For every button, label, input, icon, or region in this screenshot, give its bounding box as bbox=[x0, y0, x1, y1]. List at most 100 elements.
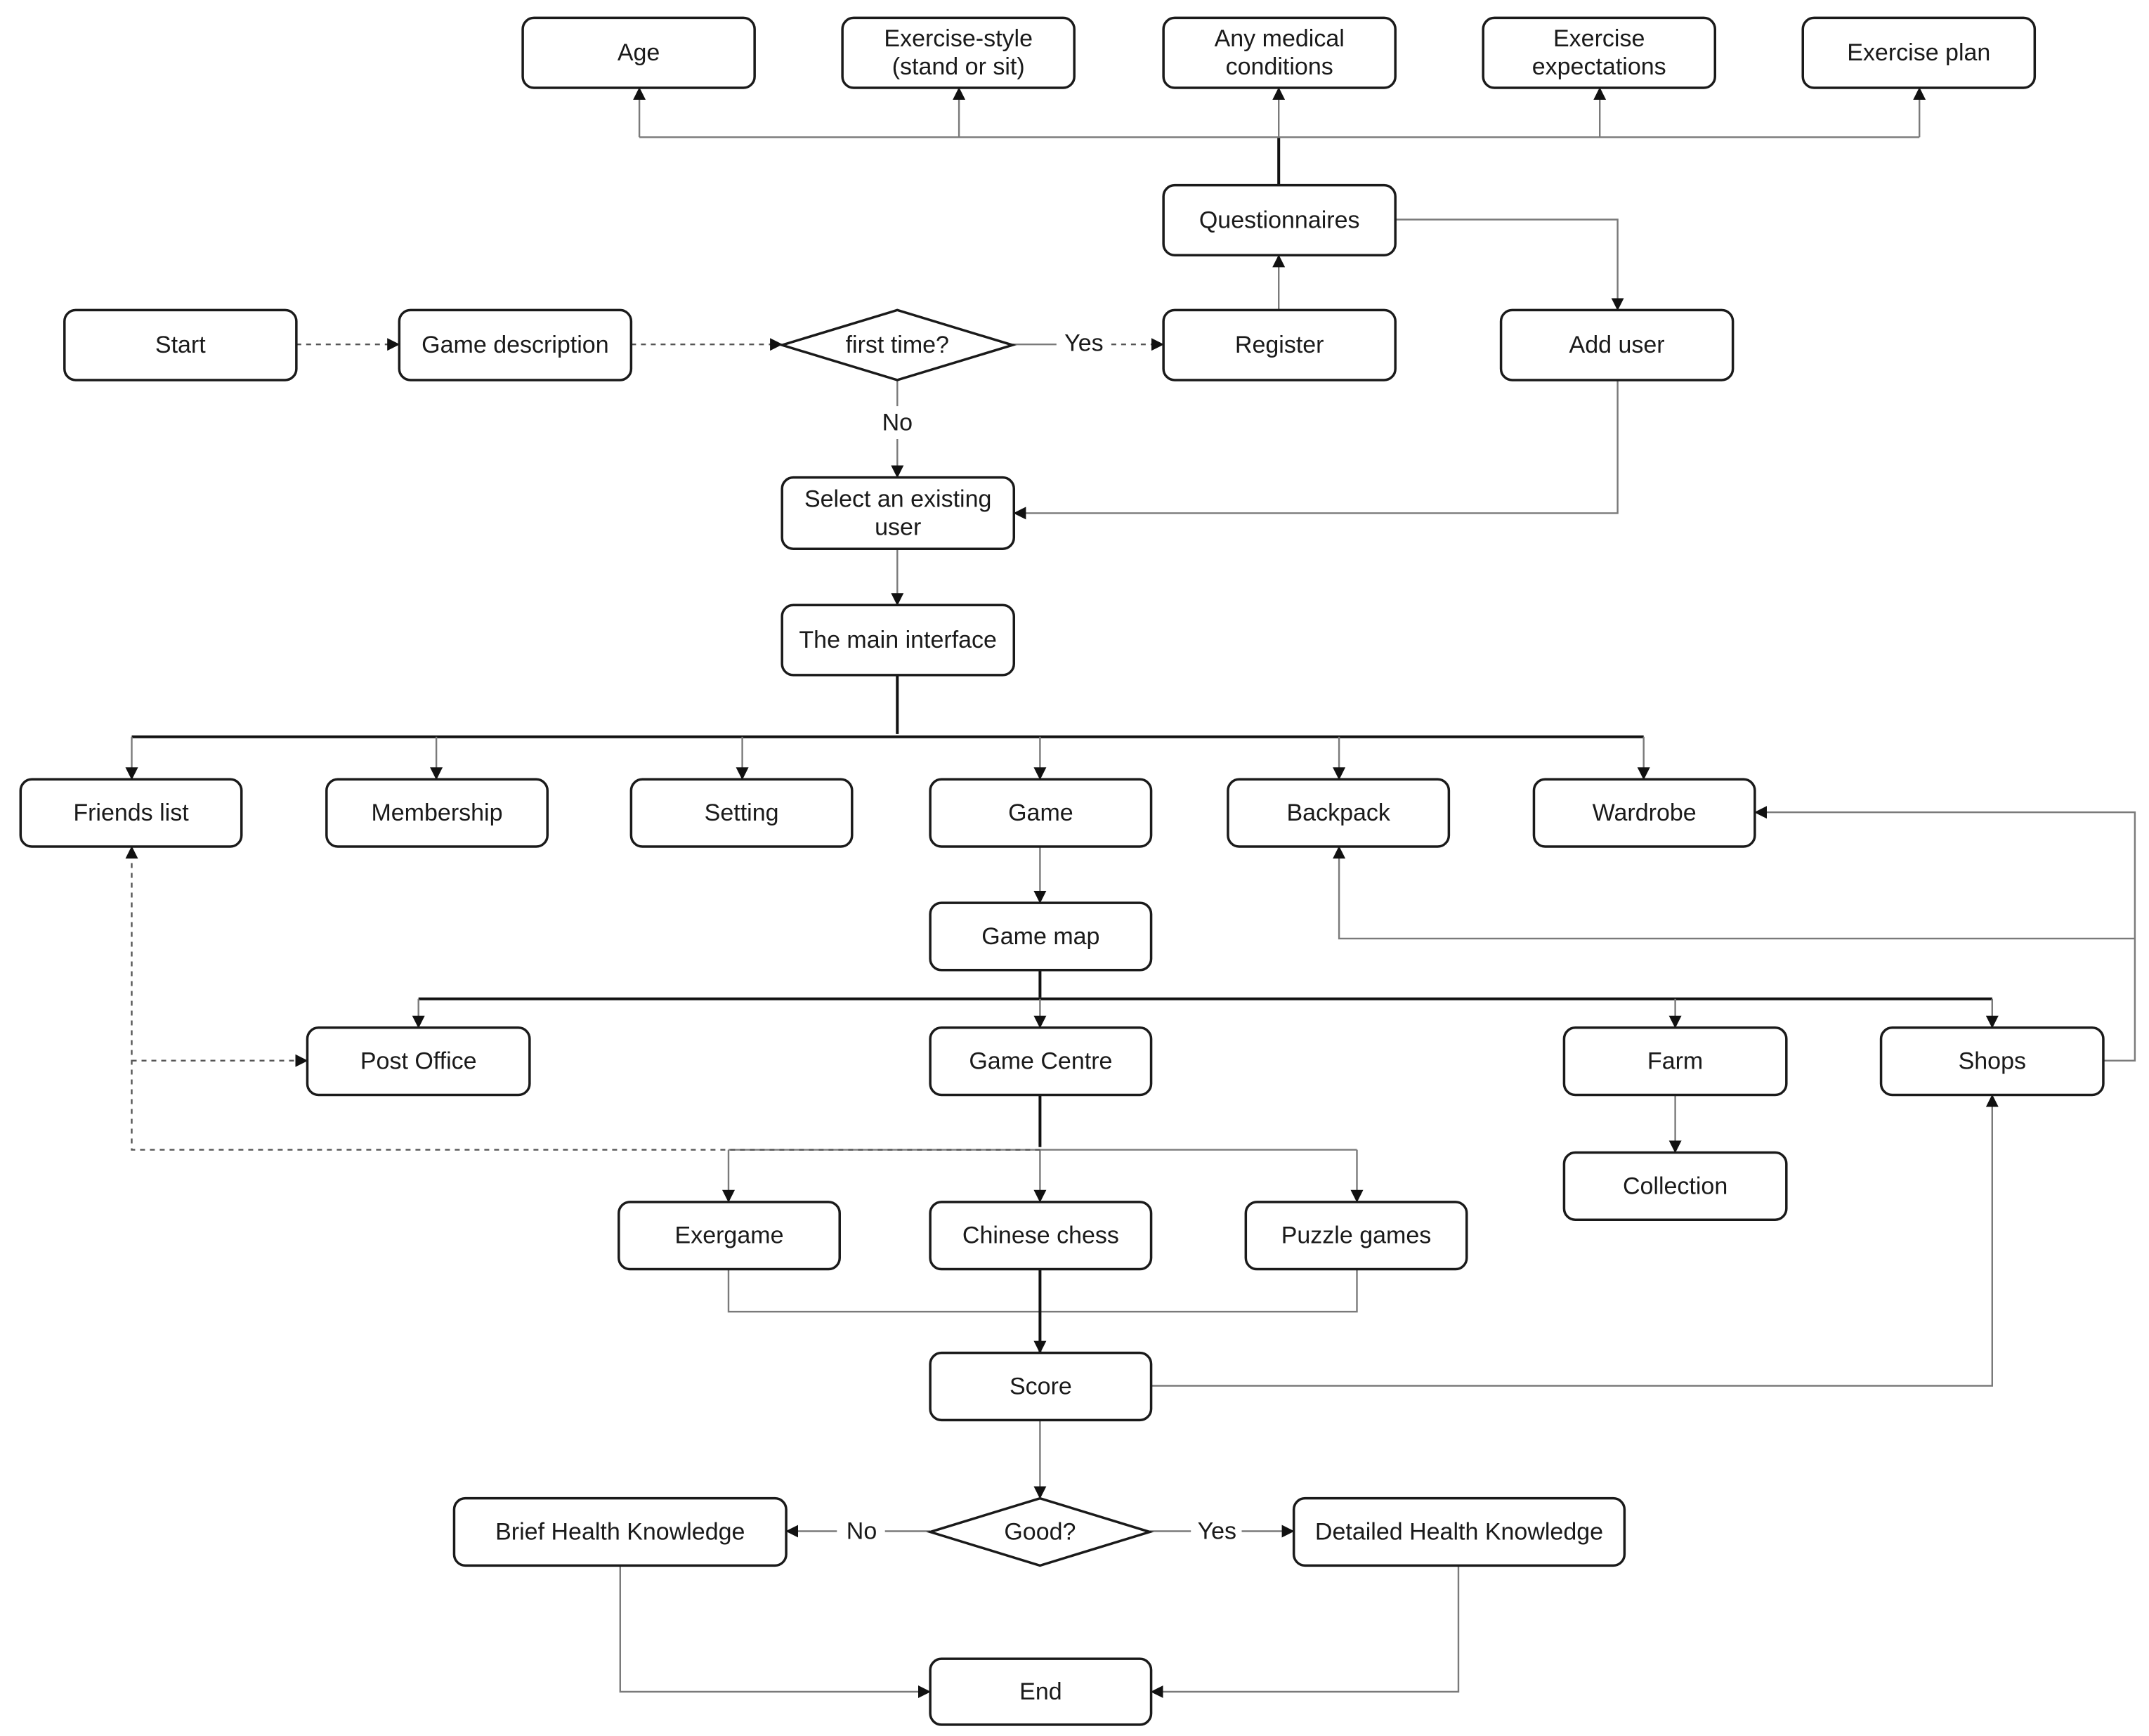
node-label-good: Good? bbox=[1004, 1519, 1076, 1546]
edge-layer bbox=[125, 87, 2136, 1698]
node-box bbox=[780, 476, 1016, 550]
edge-label-no: No bbox=[839, 1515, 884, 1547]
node-label-detailed-health: Detailed Health Knowledge bbox=[1315, 1519, 1603, 1546]
connector-line bbox=[125, 846, 1040, 1151]
node-box bbox=[1879, 1026, 2105, 1097]
edge-label-yes-text: Yes bbox=[1064, 329, 1103, 356]
node-label-wardrobe: Wardrobe bbox=[1593, 800, 1697, 826]
node-label-chinese-chess: Chinese chess bbox=[962, 1222, 1119, 1249]
connector-line bbox=[619, 1565, 931, 1698]
node-box bbox=[452, 1496, 788, 1567]
node-setting: Setting bbox=[629, 778, 854, 848]
node-post-office: Post Office bbox=[306, 1026, 531, 1097]
connector-line bbox=[1150, 1565, 1460, 1698]
node-add-user: Add user bbox=[1499, 308, 1735, 381]
node-label-farm: Farm bbox=[1647, 1048, 1703, 1075]
node-label-end: End bbox=[1019, 1678, 1062, 1705]
node-label-main-interface: The main interface bbox=[799, 627, 997, 653]
node-box bbox=[1162, 308, 1397, 381]
node-end: End bbox=[929, 1657, 1153, 1726]
node-box bbox=[398, 308, 633, 381]
node-age: Age bbox=[521, 16, 756, 89]
node-box bbox=[1562, 1151, 1788, 1221]
node-box bbox=[1482, 16, 1717, 89]
node-label-setting: Setting bbox=[705, 800, 779, 826]
connector-line bbox=[727, 1269, 1358, 1313]
node-label-game-centre: Game Centre bbox=[969, 1048, 1112, 1075]
edge-label-no-text: No bbox=[847, 1518, 877, 1545]
node-puzzle-games: Puzzle games bbox=[1244, 1201, 1468, 1271]
node-brief-health: Brief Health Knowledge bbox=[452, 1496, 788, 1567]
node-game-description: Game description bbox=[398, 308, 633, 381]
node-box bbox=[1562, 1026, 1788, 1097]
node-score: Score bbox=[929, 1351, 1153, 1422]
node-label-game-description: Game description bbox=[422, 332, 608, 358]
node-exergame: Exergame bbox=[618, 1201, 841, 1271]
node-label-questionnaires: Questionnaires bbox=[1199, 207, 1360, 234]
connector-line bbox=[1333, 846, 2135, 940]
node-box bbox=[306, 1026, 531, 1097]
node-label-age: Age bbox=[618, 39, 660, 66]
node-label-first-time: first time? bbox=[846, 332, 949, 358]
node-label-post-office: Post Office bbox=[360, 1048, 477, 1075]
node-label-membership: Membership bbox=[371, 800, 502, 826]
node-box bbox=[521, 16, 756, 89]
node-shops: Shops bbox=[1879, 1026, 2105, 1097]
node-backpack: Backpack bbox=[1227, 778, 1451, 848]
node-label-add-user: Add user bbox=[1569, 332, 1665, 358]
node-box bbox=[1499, 308, 1735, 381]
edge-label-no-text: No bbox=[882, 410, 913, 436]
node-label-score: Score bbox=[1010, 1373, 1072, 1400]
node-label-game: Game bbox=[1008, 800, 1073, 826]
node-game-map: Game map bbox=[929, 901, 1153, 972]
node-box bbox=[1801, 16, 2037, 89]
node-farm: Farm bbox=[1562, 1026, 1788, 1097]
node-box bbox=[929, 1201, 1153, 1271]
node-exercise-style: Exercise-style(stand or sit) bbox=[841, 16, 1076, 89]
node-box bbox=[929, 778, 1153, 848]
node-box bbox=[841, 16, 1076, 89]
node-plan: Exercise plan bbox=[1801, 16, 2037, 89]
node-wardrobe: Wardrobe bbox=[1532, 778, 1756, 848]
node-collection: Collection bbox=[1562, 1151, 1788, 1221]
decision-shape bbox=[926, 1496, 1154, 1567]
node-questionnaires: Questionnaires bbox=[1162, 183, 1397, 257]
node-label-game-map: Game map bbox=[981, 923, 1099, 950]
node-friends-list: Friends list bbox=[19, 778, 243, 848]
node-box bbox=[1292, 1496, 1626, 1567]
decision-shape bbox=[778, 308, 1017, 381]
node-box bbox=[780, 603, 1016, 677]
node-membership: Membership bbox=[325, 778, 549, 848]
node-label-collection: Collection bbox=[1623, 1173, 1727, 1199]
connector-line bbox=[1395, 218, 1624, 311]
connector-line bbox=[1753, 806, 2136, 1062]
node-label-shops: Shops bbox=[1959, 1048, 2026, 1075]
node-box bbox=[929, 1657, 1153, 1726]
node-label-friends-list: Friends list bbox=[73, 800, 189, 826]
node-label-puzzle-games: Puzzle games bbox=[1281, 1222, 1432, 1249]
decision-good: Good? bbox=[926, 1496, 1154, 1567]
edge-label-yes: Yes bbox=[1194, 1515, 1240, 1547]
node-game: Game bbox=[929, 778, 1153, 848]
node-game-centre: Game Centre bbox=[929, 1026, 1153, 1097]
node-box bbox=[1244, 1201, 1468, 1271]
node-box bbox=[1162, 183, 1397, 257]
edge-label-yes: Yes bbox=[1061, 327, 1106, 359]
connector-line bbox=[1013, 380, 1619, 520]
connector-line bbox=[1151, 1094, 1999, 1387]
node-box bbox=[618, 1201, 841, 1271]
node-box bbox=[63, 308, 298, 381]
node-box bbox=[1227, 778, 1451, 848]
node-main-interface: The main interface bbox=[780, 603, 1016, 677]
node-box bbox=[325, 778, 549, 848]
node-box bbox=[929, 1351, 1153, 1422]
node-detailed-health: Detailed Health Knowledge bbox=[1292, 1496, 1626, 1567]
node-box bbox=[929, 1026, 1153, 1097]
